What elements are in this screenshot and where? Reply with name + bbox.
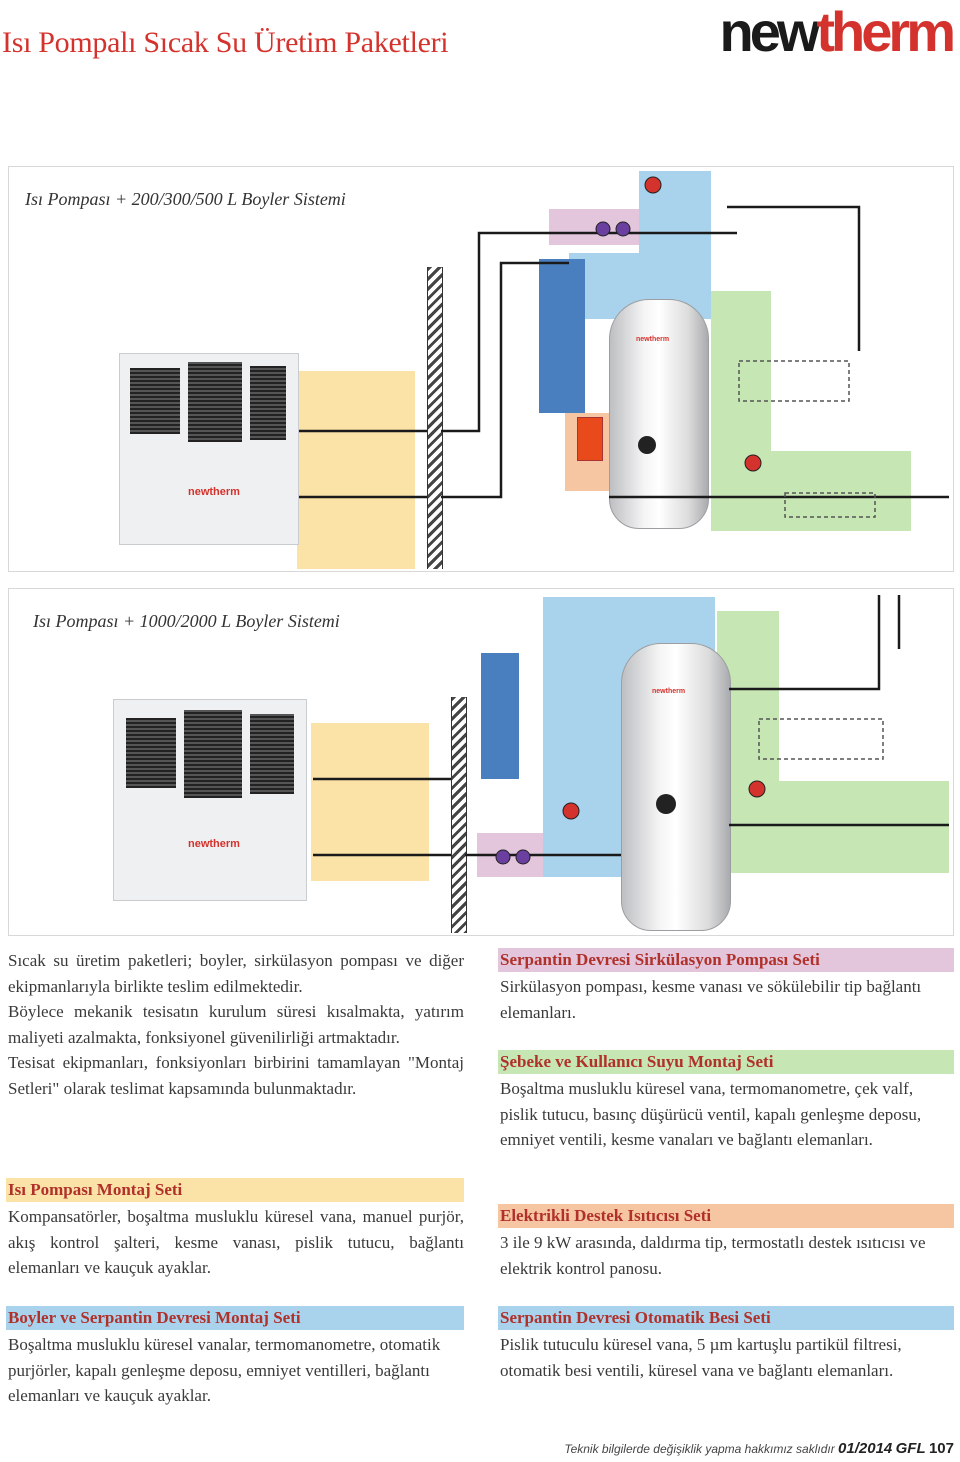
pipe xyxy=(729,595,881,691)
section-text: Kompansatörler, boşaltma musluklu kürese… xyxy=(8,1207,464,1277)
wall xyxy=(451,697,467,933)
diagram-panel-2: Isı Pompası + 1000/2000 L Boyler Sistemi… xyxy=(8,588,954,936)
intro-paragraph: Sıcak su üretim paketleri; boyler, sirkü… xyxy=(8,951,464,996)
section-title: Serpantin Devresi Otomatik Besi Seti xyxy=(498,1306,954,1330)
pipe xyxy=(441,261,569,499)
fan-grille xyxy=(250,366,286,440)
section-title: Elektrikli Destek Isıtıcısı Seti xyxy=(498,1204,954,1228)
heat-pump-unit: newtherm xyxy=(119,353,299,545)
brand-logo: newtherm xyxy=(719,0,956,63)
tank-brand-label: newtherm xyxy=(652,688,686,695)
section-electric: Elektrikli Destek Isıtıcısı Seti 3 ile 9… xyxy=(498,1204,954,1281)
diagram-2-title: Isı Pompası + 1000/2000 L Boyler Sistemi xyxy=(33,611,340,631)
zone-mains-user-set xyxy=(711,291,771,451)
diagram-1-title: Isı Pompası + 200/300/500 L Boyler Siste… xyxy=(25,189,346,209)
boiler-tank: newtherm xyxy=(621,643,731,931)
circulation-pump xyxy=(595,221,611,237)
section-auto-fill: Serpantin Devresi Otomatik Besi Seti Pis… xyxy=(498,1306,954,1383)
intro-paragraph: Böylece mekanik tesisatın kurulum süresi… xyxy=(8,1002,464,1047)
thermomanometer xyxy=(748,780,766,798)
diagram-panel-1: Isı Pompası + 200/300/500 L Boyler Siste… xyxy=(8,166,954,572)
section-text: Boşaltma musluklu küresel vanalar, termo… xyxy=(8,1335,441,1405)
fan-grille xyxy=(188,362,242,442)
section-text: Pislik tutuculu küresel vana, 5 µm kartu… xyxy=(500,1335,902,1380)
zone-heat-pump-set xyxy=(297,371,415,569)
thermomanometer xyxy=(644,176,662,194)
section-coil-pump: Serpantin Devresi Sirkülasyon Pompası Se… xyxy=(498,948,954,1025)
page-number: 107 xyxy=(928,1440,954,1457)
footer-code: GFL xyxy=(895,1440,926,1457)
brand-logo-new: new xyxy=(719,0,820,63)
zone-auto-fill-set xyxy=(539,259,585,413)
section-text: Boşaltma musluklu küresel vana, termoman… xyxy=(500,1079,922,1149)
section-text: Sirkülasyon pompası, kesme vanası ve sök… xyxy=(500,977,922,1022)
unit-brand-label: newtherm xyxy=(188,838,240,850)
section-mains-user: Şebeke ve Kullanıcı Suyu Montaj Seti Boş… xyxy=(498,1050,954,1153)
fan-grille xyxy=(184,710,242,798)
electric-control-panel xyxy=(577,417,603,461)
piping-diagram-2 xyxy=(313,595,949,865)
intro-paragraph: Tesisat ekipmanları, fonksiyonları birbi… xyxy=(8,1053,464,1098)
tank-flange xyxy=(656,794,676,814)
wall xyxy=(427,267,443,569)
tank-brand-label: newtherm xyxy=(636,336,670,343)
fan-grille xyxy=(250,714,294,794)
fan-grille xyxy=(130,368,180,434)
piping-diagram-1 xyxy=(299,176,949,518)
zone-auto-fill-set xyxy=(481,653,519,779)
thermomanometer xyxy=(562,802,580,820)
section-title: Şebeke ve Kullanıcı Suyu Montaj Seti xyxy=(498,1050,954,1074)
heat-pump-unit: newtherm xyxy=(113,699,307,901)
circulation-pump xyxy=(615,221,631,237)
circulation-pump xyxy=(495,849,511,865)
footer-note: Teknik bilgilerde değişiklik yapma hakkı… xyxy=(564,1442,835,1456)
dashed-loop xyxy=(784,492,876,518)
circulation-pump xyxy=(515,849,531,865)
boiler-tank: newtherm xyxy=(609,299,709,529)
section-boiler-coil: Boyler ve Serpantin Devresi Montaj Seti … xyxy=(6,1306,464,1409)
footer-date: 01/2014 xyxy=(838,1440,893,1457)
section-title: Serpantin Devresi Sirkülasyon Pompası Se… xyxy=(498,948,954,972)
section-heat-pump: Isı Pompası Montaj Seti Kompansatörler, … xyxy=(6,1178,464,1281)
section-title: Isı Pompası Montaj Seti xyxy=(6,1178,464,1202)
pipe xyxy=(727,205,861,351)
page-footer: Teknik bilgilerde değişiklik yapma hakkı… xyxy=(564,1440,954,1457)
dashed-loop xyxy=(738,360,850,402)
tank-flange xyxy=(638,436,656,454)
zone-boiler-set-low xyxy=(543,721,631,877)
section-title: Boyler ve Serpantin Devresi Montaj Seti xyxy=(6,1306,464,1330)
brand-logo-therm: therm xyxy=(816,0,956,63)
section-text: 3 ile 9 kW arasında, daldırma tip, termo… xyxy=(500,1233,926,1278)
pipe xyxy=(441,231,737,433)
fan-grille xyxy=(126,718,176,788)
page-title: Isı Pompalı Sıcak Su Üretim Paketleri xyxy=(2,26,449,59)
thermomanometer xyxy=(744,454,762,472)
intro-text: Sıcak su üretim paketleri; boyler, sirkü… xyxy=(8,948,464,1101)
dashed-loop xyxy=(758,718,884,760)
unit-brand-label: newtherm xyxy=(188,486,240,498)
